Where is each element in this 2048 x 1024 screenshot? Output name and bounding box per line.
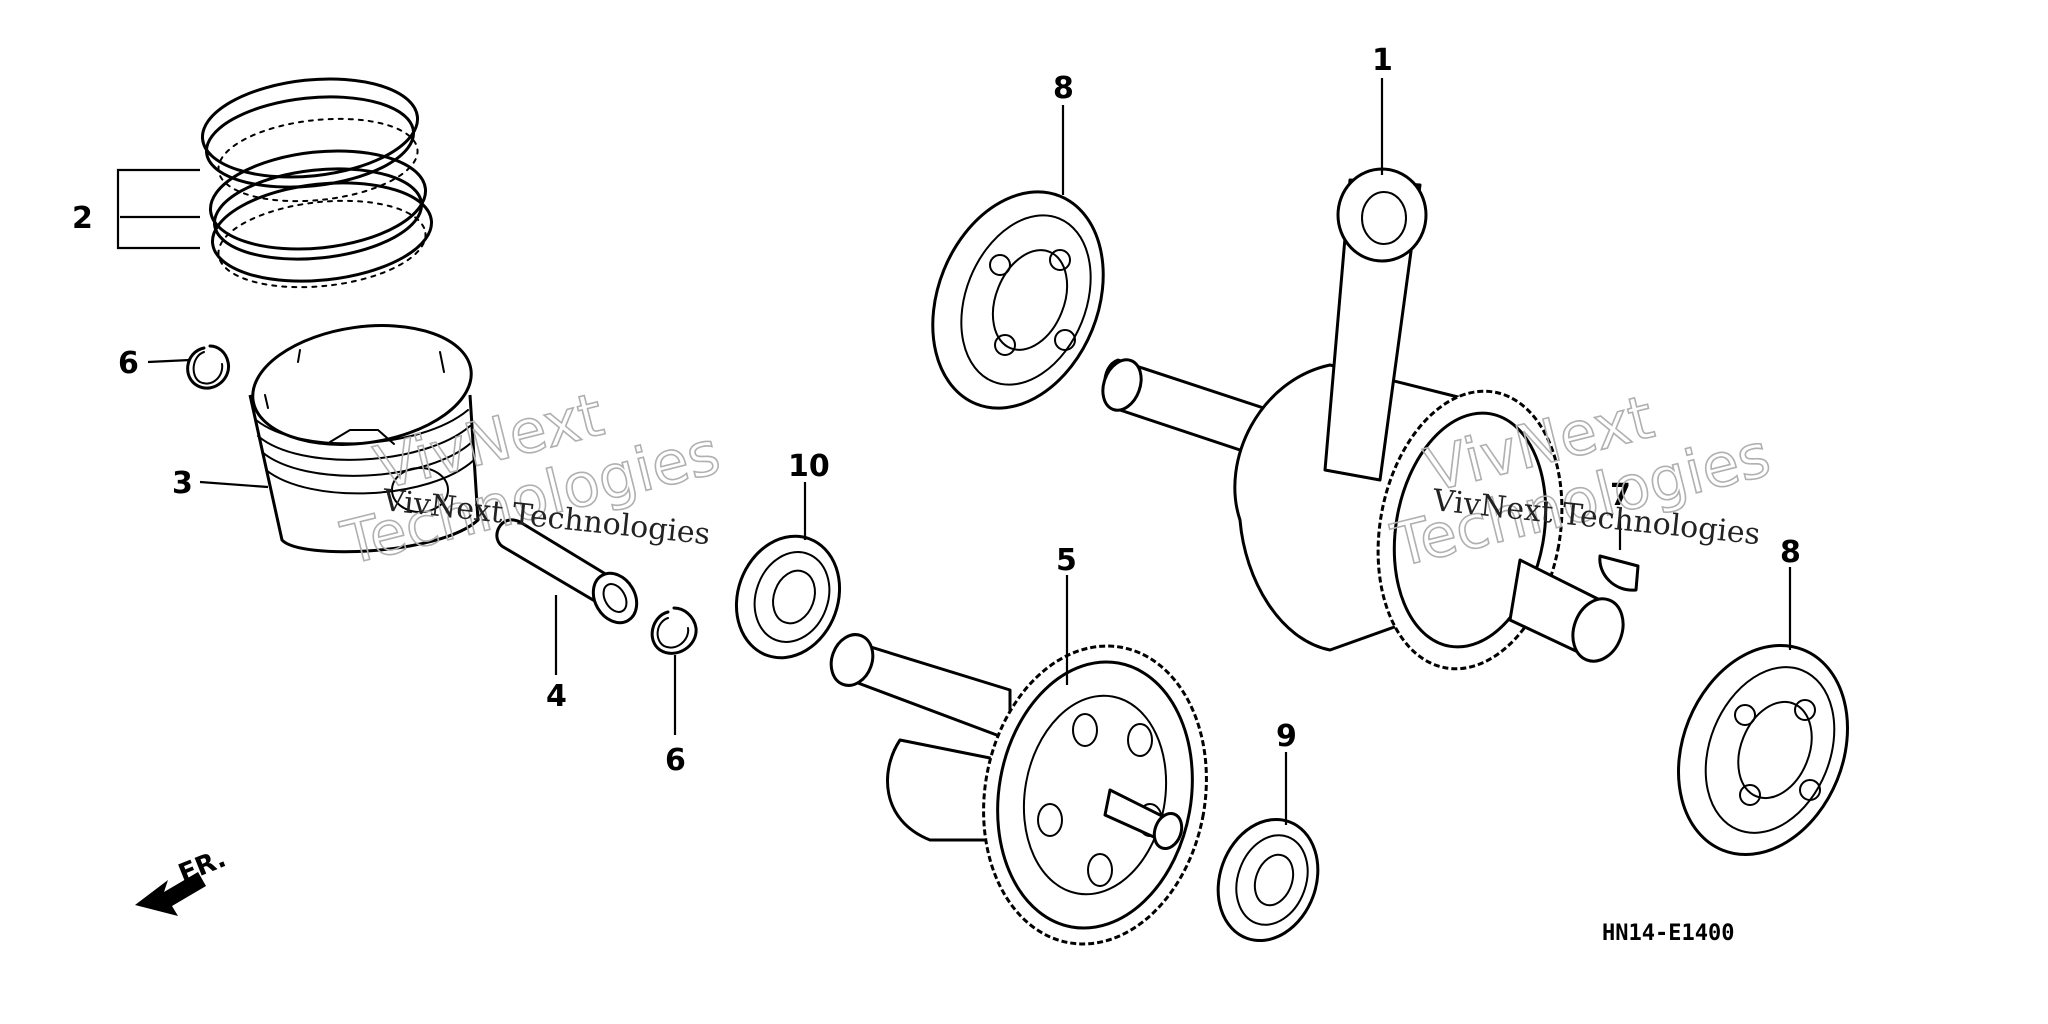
callout-8-upper: 8 — [1053, 71, 1074, 106]
bearing-10 — [734, 534, 842, 660]
callout-6-right: 6 — [665, 743, 686, 778]
callout-8-lower: 8 — [1780, 535, 1801, 570]
circlip-right — [650, 606, 698, 655]
bearing-8-lower — [1677, 643, 1849, 857]
piston — [248, 324, 480, 554]
callout-4: 4 — [546, 679, 567, 714]
callout-6-left: 6 — [118, 346, 139, 381]
crankshaft — [1101, 167, 1625, 671]
diagram-code: HN14-E1400 — [1602, 921, 1734, 946]
circlip-left — [186, 344, 231, 390]
callouts: 1 2 3 4 5 6 6 7 8 8 9 10 — [72, 43, 1801, 778]
callout-10: 10 — [788, 449, 830, 484]
callout-1: 1 — [1372, 43, 1393, 78]
piston-rings — [200, 77, 434, 289]
callout-9: 9 — [1276, 719, 1297, 754]
bearing-8-upper — [931, 190, 1105, 410]
front-direction-arrow: FR. — [135, 844, 230, 916]
callout-7: 7 — [1610, 478, 1631, 513]
bearing-9 — [1216, 817, 1320, 943]
callout-2: 2 — [72, 201, 93, 236]
piston-pin — [495, 518, 639, 625]
leader-lines — [116, 78, 1792, 825]
woodruff-key — [1598, 554, 1640, 592]
balancer-shaft — [829, 633, 1208, 946]
callout-3: 3 — [172, 466, 193, 501]
front-label: FR. — [174, 844, 230, 890]
callout-5: 5 — [1056, 543, 1077, 578]
